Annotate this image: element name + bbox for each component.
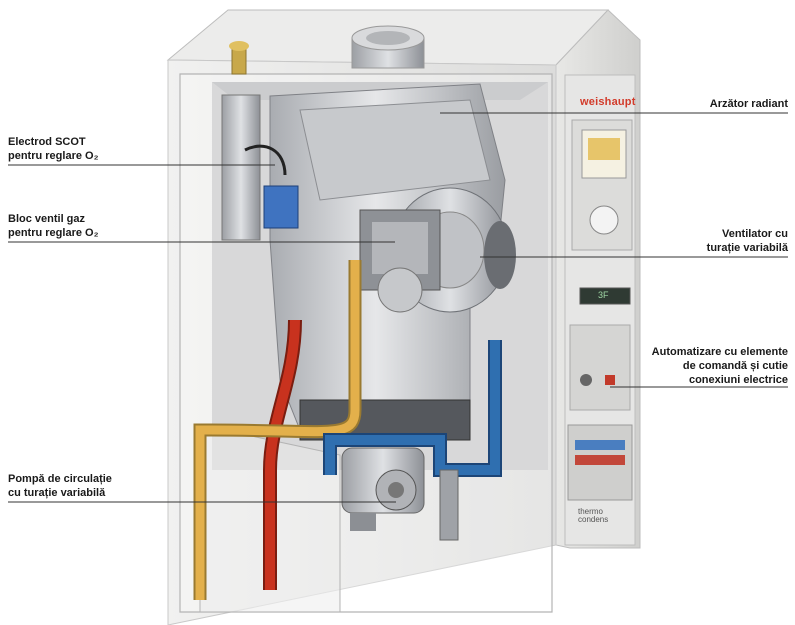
label-fan: Ventilator cu turație variabilă [707,227,788,255]
label-pump-line1: Pompă de circulație [8,473,112,485]
pipes [193,260,502,600]
label-scot-line1: Electrod SCOT [8,136,86,148]
thermo-line1: thermo [578,507,603,516]
label-auto-line1: Automatizare cu elemente [651,346,788,358]
label-scot-electrode: Electrod SCOT pentru reglare O₂ [8,135,98,163]
thermo-line2: condens [578,515,609,524]
label-fan-line1: Ventilator cu [721,228,788,240]
scot-electrode [221,94,299,241]
label-auto-line3: conexiuni electrice [688,374,788,386]
label-auto-line2: de comandă și cutie [682,360,788,372]
leader-lines [8,112,788,503]
display-readout: 3F [598,290,609,300]
control-panel [564,74,636,546]
label-pump: Pompă de circulație cu turație variabilă [8,472,112,500]
label-automation: Automatizare cu elemente de comandă și c… [652,345,788,387]
label-scot-line2: pentru reglare O₂ [8,150,99,162]
label-gas-valve: Bloc ventil gaz pentru reglare O₂ [8,212,98,240]
gas-valve-block [359,209,441,313]
weishaupt-logo: weishaupt [580,96,636,108]
label-pump-line2: cu turație variabilă [8,487,106,499]
label-burner: Arzător radiant [710,97,788,111]
thermo-condens-logo: thermo condens [578,508,608,524]
label-burner-line1: Arzător radiant [709,98,788,110]
label-fan-line2: turație variabilă [706,242,788,254]
flue-connection [229,25,425,75]
label-gas-line2: pentru reglare O₂ [8,227,99,239]
label-gas-line1: Bloc ventil gaz [8,213,86,225]
circulation-pump [341,447,425,531]
